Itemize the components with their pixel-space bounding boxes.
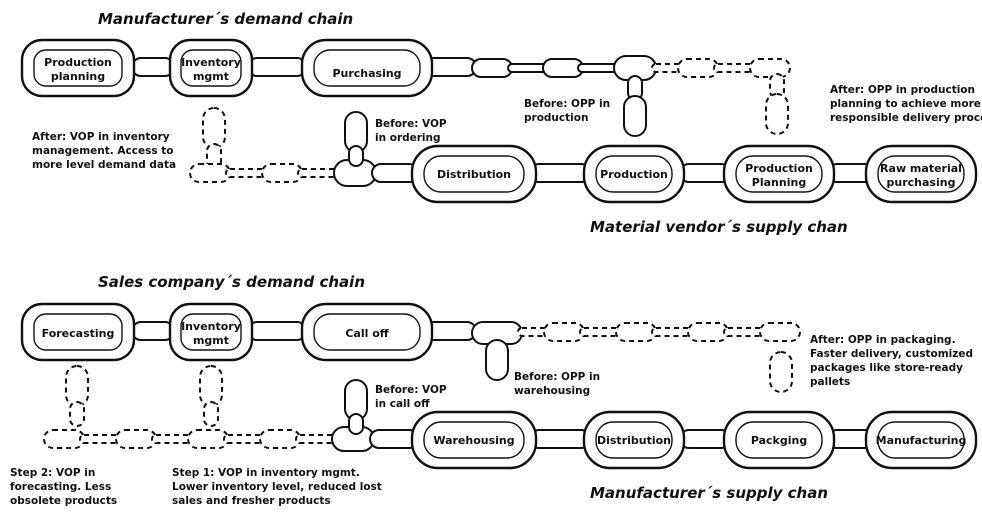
link-label: Call off <box>345 327 388 340</box>
dashed-chain-link <box>765 93 789 135</box>
manufacturer-supply-chain-title: Manufacturer´s supply chan <box>590 484 828 502</box>
hanging-link <box>348 145 364 167</box>
chain-link-purchasing: Purchasing <box>300 38 434 98</box>
connector-link <box>131 57 175 77</box>
note-step1: Step 1: VOP in inventory mgmt.Lower inve… <box>172 467 382 507</box>
link-label: Production <box>600 168 668 181</box>
chain-link-packging: Packging <box>722 410 836 470</box>
link-label: Purchasing <box>332 67 401 80</box>
link-label: Distribution <box>437 168 511 181</box>
chain-link-distribution-2: Distribution <box>582 410 686 470</box>
note-after-opp-2: After: OPP in packaging.Faster delivery,… <box>810 334 973 388</box>
link-label: Packging <box>751 434 807 447</box>
connector-link <box>247 57 307 77</box>
link-label: Forecasting <box>42 327 115 340</box>
small-chain-link <box>577 63 619 73</box>
link-label: Distribution <box>597 434 671 447</box>
supply-chain-2: Warehousing Distribution Packging Manufa… <box>43 379 978 470</box>
chain-link-manufacturing: Manufacturing <box>864 410 978 470</box>
material-vendor-supply-chain-title: Material vendor´s supply chan <box>590 218 848 236</box>
chain-link-warehousing: Warehousing <box>410 410 538 470</box>
chain-link-production: Production <box>582 144 686 204</box>
chain-link-forecasting: Forecasting <box>20 302 136 362</box>
hanging-link <box>485 339 509 381</box>
dashed-chain-link <box>677 58 719 78</box>
dashed-chain-link <box>713 63 755 73</box>
hanging-link <box>623 95 647 137</box>
sales-company-demand-chain-title: Sales company´s demand chain <box>98 273 365 291</box>
chain-link-distribution: Distribution <box>410 144 538 204</box>
chain-link-call-off: Call off <box>300 302 434 362</box>
dashed-chain-link <box>749 58 791 78</box>
link-label: Warehousing <box>433 434 514 447</box>
link-label: Manufacturing <box>876 434 967 447</box>
dashed-chain-vop-after-1 <box>202 107 226 169</box>
dashed-chain-vop-step1 <box>199 365 223 427</box>
hanging-link <box>348 413 364 435</box>
diagram-2: Sales company´s demand chain Forecasting… <box>10 273 978 507</box>
dashed-chain-vop-step2 <box>65 365 89 427</box>
small-chain-link <box>471 58 513 78</box>
manufacturer-demand-chain-title: Manufacturer´s demand chain <box>98 10 353 28</box>
